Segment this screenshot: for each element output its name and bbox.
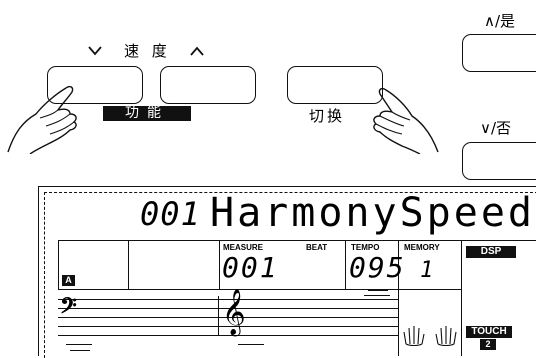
touch-value: 2 [480,339,496,350]
speed-label: 速 度 [124,42,171,60]
tempo-caption: TEMPO [351,243,380,252]
hands-icon [403,326,457,346]
no-button[interactable] [462,142,536,180]
switch-label: 切换 [309,107,346,125]
yes-label: ∧/是 [484,12,516,30]
chevron-down-icon [88,46,102,56]
lcd-divider [58,289,461,290]
lcd-main-number: 001 [140,195,201,233]
switch-button[interactable] [287,66,383,104]
no-label: ∨/否 [480,119,512,137]
treble-clef-icon: 𝄞 [222,289,246,335]
staff [58,290,398,352]
bass-clef-icon: 𝄢 [60,294,77,324]
speed-up-button[interactable] [160,66,256,104]
speed-down-button[interactable] [47,66,143,104]
memory-caption: MEMORY [404,243,440,252]
touch-indicator: TOUCH [466,326,512,338]
lcd-main-text: HarmonySpeed [210,190,535,236]
lcd-divider [58,240,536,241]
measure-caption: MEASURE [223,243,264,252]
lcd-tag-a: A [62,275,75,286]
measure-value: 001 [222,251,279,284]
hand-pointer-icon [7,85,77,154]
beat-caption: BEAT [306,243,328,252]
lcd-display [38,186,536,358]
hand-pointer-icon [373,87,439,154]
tempo-value: 095 [349,251,406,284]
dsp-indicator: DSP [466,246,516,258]
chevron-up-icon [190,46,204,56]
function-label: 功能 [103,106,191,121]
yes-button[interactable] [462,34,536,72]
memory-value: 1 [420,258,436,283]
